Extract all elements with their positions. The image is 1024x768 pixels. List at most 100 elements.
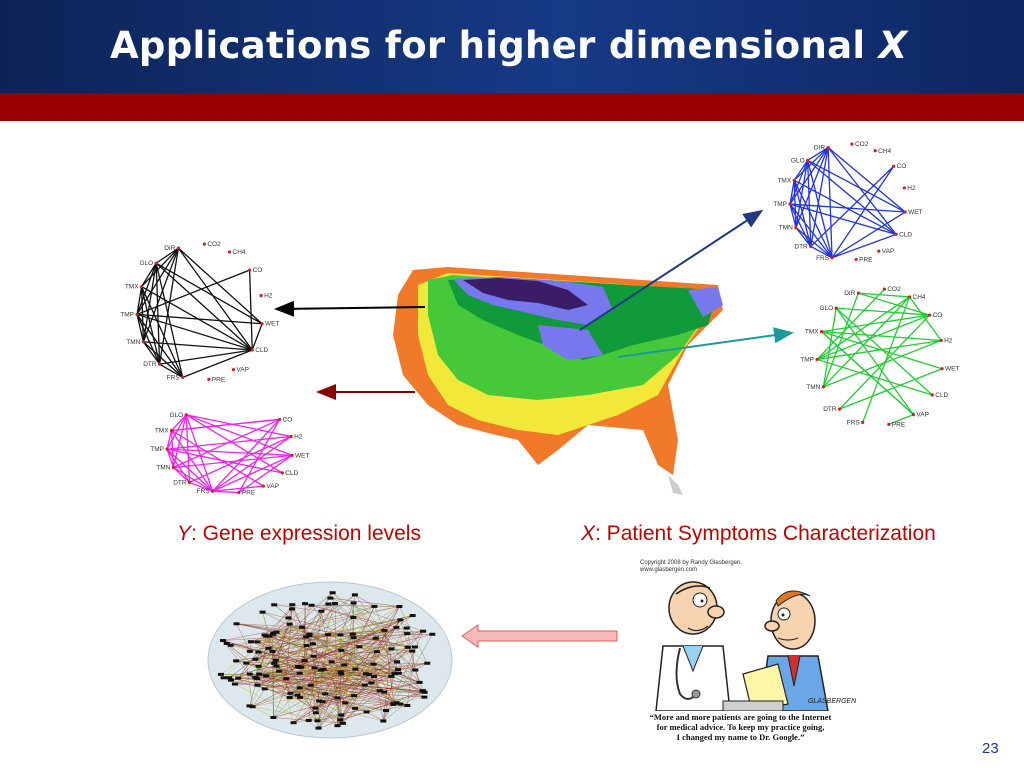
cartoon-copyright: Copyright 2008 by Randy Glasbergen. bbox=[640, 560, 743, 566]
network-edge bbox=[795, 227, 812, 247]
cartoon-website: www.glasbergen.com bbox=[640, 567, 698, 573]
network-edge bbox=[177, 247, 263, 325]
network-edge bbox=[185, 414, 283, 474]
gene-edge bbox=[275, 660, 320, 702]
gene-node bbox=[252, 657, 259, 661]
gene-node bbox=[256, 672, 263, 676]
gene-edge bbox=[250, 641, 322, 671]
gene-node bbox=[337, 718, 344, 722]
gene-edge bbox=[222, 606, 400, 641]
title-variable: X bbox=[878, 24, 908, 67]
network-edge bbox=[171, 414, 187, 431]
gene-edge bbox=[272, 634, 274, 718]
network-node bbox=[187, 480, 192, 484]
network-node bbox=[171, 465, 176, 470]
node-label: H2 bbox=[907, 185, 916, 192]
gene-node bbox=[421, 690, 428, 694]
gene-edge bbox=[313, 656, 315, 668]
network-edge bbox=[172, 414, 187, 468]
network-edge bbox=[821, 314, 930, 333]
node-label: TMX bbox=[155, 427, 169, 434]
network-node bbox=[861, 420, 865, 424]
gene-node bbox=[312, 711, 319, 715]
gene-node bbox=[243, 661, 250, 665]
gene-node bbox=[285, 616, 292, 620]
gene-edge bbox=[337, 606, 400, 726]
gene-node bbox=[368, 681, 375, 685]
network-edge bbox=[155, 263, 161, 365]
node-label: FRS bbox=[816, 255, 830, 262]
network-node bbox=[826, 145, 830, 150]
network-node bbox=[834, 306, 838, 310]
network-edge bbox=[142, 341, 161, 365]
network-graph-black: DIRCO2CH4COH2WETCLDVAPPREFRSDTRTMNTMPTMX… bbox=[120, 241, 279, 383]
gene-node bbox=[273, 664, 280, 668]
node-label: CO bbox=[897, 163, 907, 170]
gene-edge bbox=[309, 594, 356, 635]
network-edge bbox=[831, 211, 906, 259]
network-edge bbox=[173, 454, 293, 469]
network-edge bbox=[251, 323, 263, 351]
gene-edge bbox=[249, 673, 394, 704]
network-node bbox=[181, 375, 185, 379]
gene-edge bbox=[273, 636, 307, 718]
gene-node bbox=[266, 634, 273, 638]
gene-node bbox=[337, 670, 344, 674]
node-label: CH4 bbox=[878, 148, 891, 155]
gene-node bbox=[269, 632, 276, 636]
gene-edge bbox=[317, 692, 425, 722]
gene-edge bbox=[255, 634, 329, 660]
node-label: TMX bbox=[777, 177, 791, 184]
arrow-to-blue-network bbox=[579, 209, 764, 331]
network-edge bbox=[822, 308, 837, 387]
gene-edge bbox=[293, 646, 416, 723]
gene-edge bbox=[341, 662, 428, 675]
network-node bbox=[211, 489, 215, 493]
node-label: VAP bbox=[236, 367, 249, 374]
gene-node bbox=[390, 701, 397, 705]
gene-node bbox=[227, 643, 234, 647]
gene-node bbox=[272, 658, 279, 662]
gene-node bbox=[372, 636, 379, 640]
gene-edge bbox=[318, 619, 401, 729]
node-label: WET bbox=[908, 209, 922, 216]
node-label: TMP bbox=[800, 356, 814, 363]
gene-node bbox=[421, 695, 428, 699]
us-climate-map bbox=[393, 267, 723, 495]
gene-node bbox=[306, 632, 313, 636]
gene-node bbox=[412, 668, 419, 672]
gene-node bbox=[255, 664, 262, 668]
node-label: PRE bbox=[212, 376, 226, 383]
gene-node bbox=[309, 642, 316, 646]
gene-node bbox=[289, 607, 296, 611]
node-label: PRE bbox=[859, 256, 873, 263]
arrow-to-green-network bbox=[617, 327, 794, 358]
gene-node bbox=[409, 614, 416, 618]
gene-edge bbox=[290, 667, 315, 694]
gene-edge bbox=[258, 619, 401, 667]
gene-edge bbox=[359, 630, 424, 647]
gene-node bbox=[381, 628, 388, 632]
network-node bbox=[280, 471, 284, 475]
gene-node bbox=[287, 691, 294, 695]
network-edge bbox=[839, 368, 943, 410]
gene-node bbox=[286, 622, 293, 626]
gene-edge bbox=[373, 664, 384, 722]
gene-edge bbox=[301, 627, 415, 648]
gene-edge bbox=[276, 627, 303, 633]
network-graph-green: DIRCO2CH4COH2WETCLDVAPPREFRSDTRTMNTMPTMX… bbox=[800, 286, 959, 428]
network-node bbox=[135, 312, 139, 317]
gene-edge bbox=[257, 641, 413, 652]
network-edge bbox=[171, 430, 214, 492]
gene-edge bbox=[272, 651, 367, 713]
gene-node bbox=[246, 672, 253, 676]
network-node bbox=[877, 249, 881, 253]
node-label: TMP bbox=[120, 311, 134, 318]
gene-node bbox=[299, 625, 306, 629]
network-edge bbox=[159, 349, 253, 365]
network-node bbox=[248, 268, 252, 272]
node-label: CO2 bbox=[207, 241, 221, 248]
gene-node bbox=[420, 629, 427, 633]
network-node bbox=[854, 257, 858, 262]
